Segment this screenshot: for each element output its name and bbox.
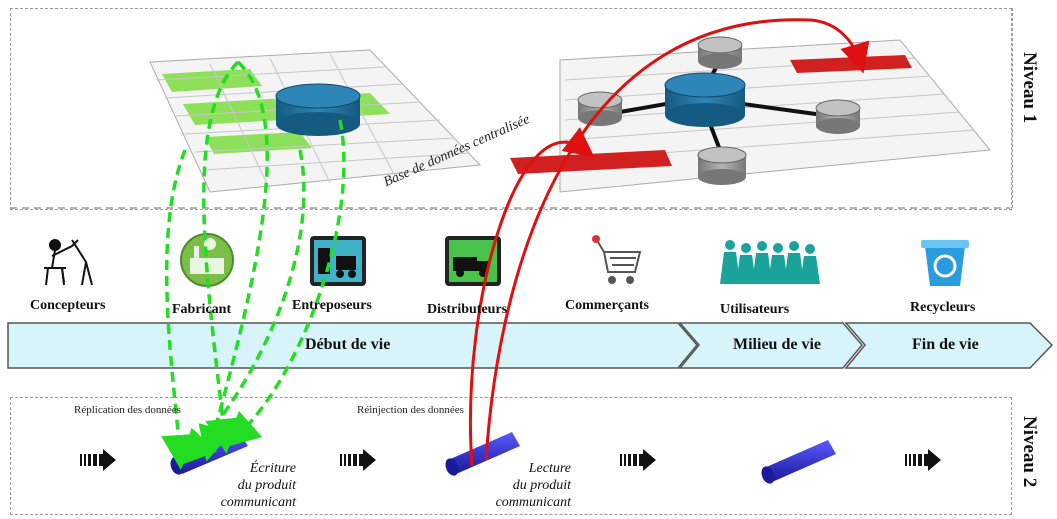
product-tube-use	[761, 440, 836, 484]
level-1-right-divider	[1012, 8, 1013, 208]
read-caption-line-1: Lecture	[528, 461, 571, 476]
factory-icon	[180, 233, 234, 287]
recycle-bin-icon	[921, 240, 969, 286]
write-caption-line-3: communicant	[220, 495, 296, 510]
people-icon	[720, 240, 820, 284]
product-tube-read	[445, 432, 520, 476]
replication-arrows	[161, 60, 346, 470]
actor-label-utilisateurs: Utilisateurs	[720, 302, 790, 317]
replication-label: Réplication des données	[74, 404, 181, 416]
truck-icon	[445, 236, 501, 286]
write-caption-line-1: Écriture	[249, 461, 296, 476]
phase-arrow-band	[7, 322, 1054, 369]
write-product-caption: Écriture du produit communicant	[210, 460, 296, 511]
phase-label-debut: Début de vie	[305, 336, 391, 353]
actor-label-fabricant: Fabricant	[172, 302, 232, 317]
phase-label-milieu: Milieu de vie	[733, 336, 821, 353]
actor-label-recycleurs: Recycleurs	[910, 300, 976, 315]
read-product-caption: Lecture du produit communicant	[485, 460, 571, 511]
striped-arrows	[80, 449, 941, 471]
level-1-band	[10, 8, 1012, 210]
reinjection-label: Réinjection des données	[357, 404, 464, 416]
shopping-cart-icon	[592, 235, 642, 284]
read-caption-line-2: du produit	[512, 478, 571, 493]
level-2-band	[10, 397, 1012, 515]
centralized-database-sheet	[149, 49, 482, 193]
actor-label-concepteurs: Concepteurs	[30, 298, 106, 313]
level-2-label: Niveau 2	[1019, 416, 1040, 488]
actor-label-commercants: Commerçants	[565, 298, 649, 313]
reinjection-arrows	[468, 18, 870, 467]
designer-icon	[44, 239, 93, 286]
actor-label-distributeurs: Distributeurs	[427, 302, 508, 317]
level-1-label: Niveau 1	[1019, 52, 1040, 124]
write-caption-line-2: du produit	[237, 478, 296, 493]
distributed-database-sheet	[510, 36, 991, 193]
phase-label-fin: Fin de vie	[912, 336, 979, 353]
actor-label-entreposeurs: Entreposeurs	[292, 298, 372, 313]
read-caption-line-3: communicant	[495, 495, 571, 510]
warehouse-icon	[310, 236, 366, 286]
